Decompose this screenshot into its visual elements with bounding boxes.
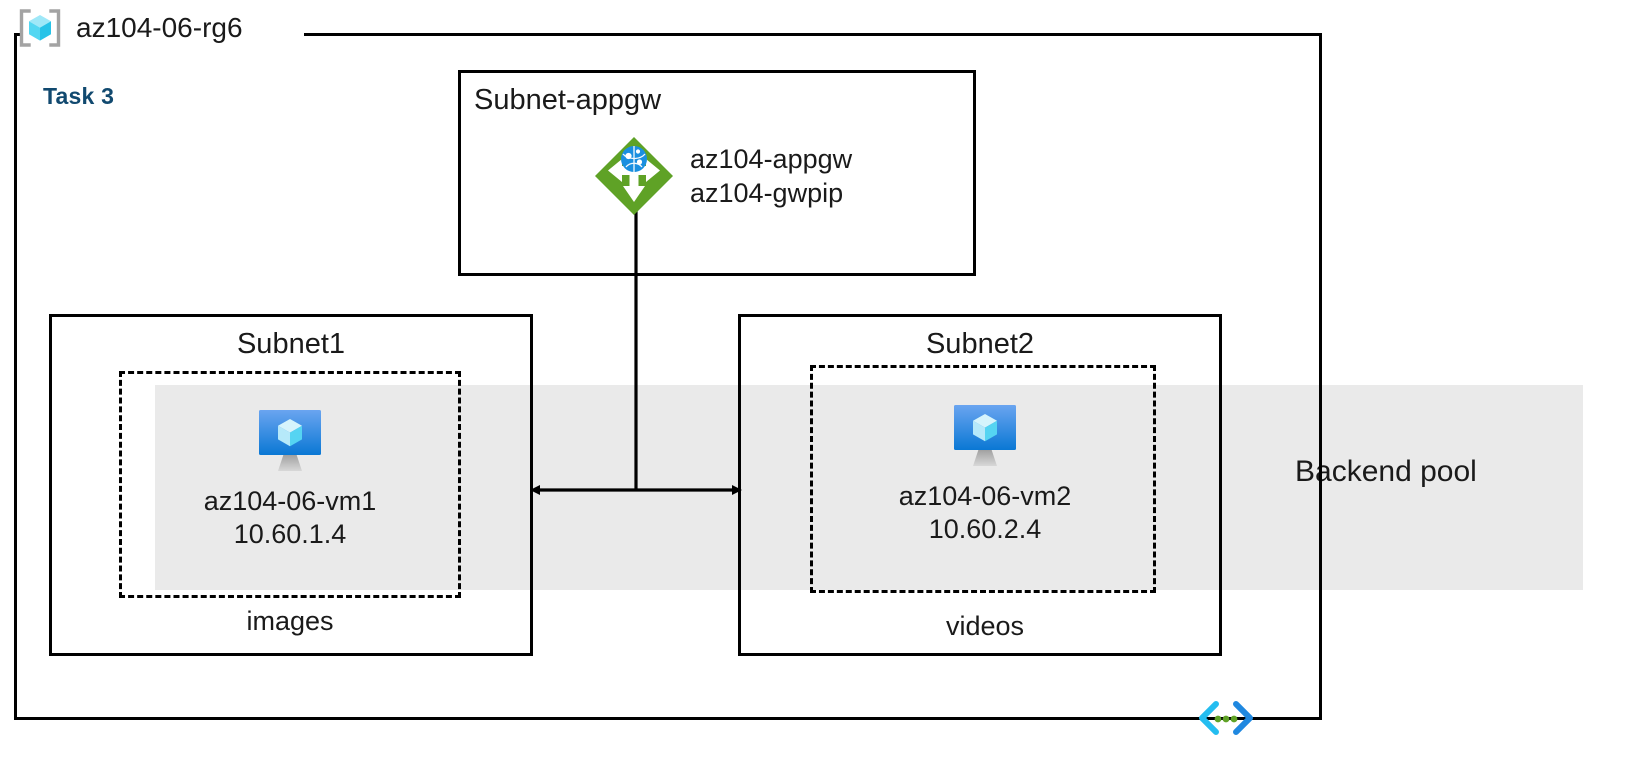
subnet2-storage-caption: videos	[945, 611, 1025, 641]
resource-group-label-gap	[22, 22, 304, 46]
subnet1-storage-caption: images	[246, 606, 334, 636]
virtual-machine-icon	[945, 398, 1025, 470]
application-gateway-node[interactable]: az104-appgw az104-gwpip	[592, 134, 852, 218]
subnet1-box	[49, 314, 533, 656]
subnet1-nic-boundary	[119, 371, 461, 598]
subnet2-nic-boundary	[810, 365, 1156, 593]
application-gateway-icon	[592, 134, 676, 218]
backend-pool-label: Backend pool	[1295, 455, 1477, 488]
subnet2-title: Subnet2	[925, 328, 1035, 360]
vm1-ip: 10.60.1.4	[233, 519, 347, 550]
resource-group-header: az104-06-rg6	[18, 5, 243, 51]
virtual-machine-icon	[250, 403, 330, 475]
task-label: Task 3	[43, 83, 115, 109]
virtual-machine-node-vm2[interactable]: az104-06-vm2 10.60.2.4	[845, 398, 1125, 547]
resource-group-icon	[18, 8, 62, 48]
appgw-public-ip-name: az104-gwpip	[690, 178, 844, 208]
resource-group-box	[14, 33, 1322, 720]
vm2-name: az104-06-vm2	[898, 481, 1072, 511]
application-gateway-labels: az104-appgw az104-gwpip	[690, 142, 852, 210]
appgw-resource-name: az104-appgw	[690, 143, 853, 174]
subnet-appgw-title: Subnet-appgw	[474, 84, 662, 116]
subnet2-box	[738, 314, 1222, 656]
subnet-appgw-box	[458, 70, 976, 276]
subnet1-title: Subnet1	[236, 328, 346, 360]
virtual-machine-node-vm1[interactable]: az104-06-vm1 10.60.1.4	[150, 403, 430, 552]
vm1-name: az104-06-vm1	[203, 486, 377, 516]
vm1-labels: az104-06-vm1 10.60.1.4	[204, 485, 377, 552]
code-brackets-icon	[1196, 696, 1256, 740]
vm2-ip: 10.60.2.4	[928, 514, 1042, 545]
backend-pool-band	[155, 385, 1583, 590]
vm2-labels: az104-06-vm2 10.60.2.4	[899, 480, 1072, 547]
resource-group-name: az104-06-rg6	[76, 12, 243, 43]
